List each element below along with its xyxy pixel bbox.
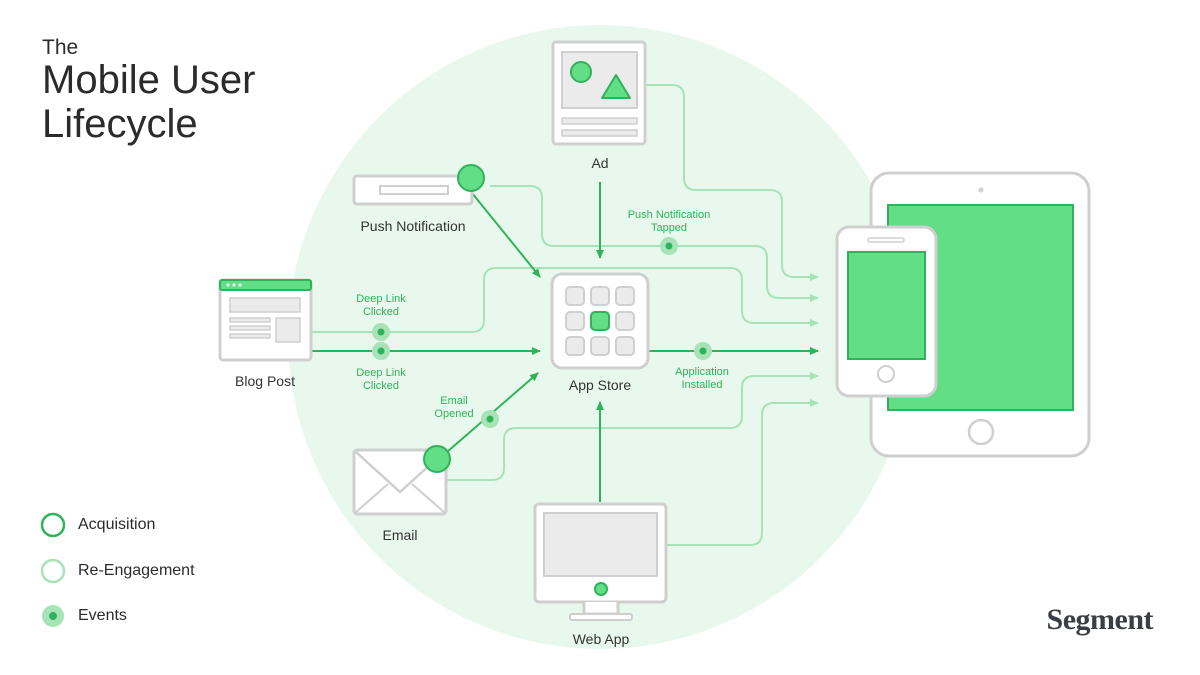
path-email-to-device	[447, 372, 819, 481]
path-blog-to-device	[312, 267, 819, 333]
app-store-highlight-icon	[590, 311, 610, 331]
blog-post-node	[218, 278, 313, 362]
path-push-to-device	[490, 185, 819, 302]
brand-logo: Segment	[1046, 603, 1154, 636]
app-store-node	[550, 272, 650, 370]
ad-node	[551, 40, 647, 146]
event-dots	[372, 237, 712, 428]
legend-reengagement: Re-Engagement	[40, 558, 195, 584]
event-dot-icon	[40, 603, 66, 629]
legend-item-reengagement: Re-Engagement	[40, 558, 195, 584]
blog-post-label: Blog Post	[235, 373, 295, 389]
push-badge-icon	[457, 164, 485, 192]
tablet-home-button	[967, 418, 995, 446]
event-dot-email-opened	[481, 410, 499, 428]
email-badge-icon	[423, 445, 451, 473]
page-title: Mobile User Lifecycle	[42, 58, 256, 146]
event-dot-app-installed	[694, 342, 712, 360]
event-dot-push-tapped	[660, 237, 678, 255]
app-store-label: App Store	[569, 377, 631, 393]
ad-triangle-icon	[601, 74, 631, 99]
path-webapp-to-device	[667, 399, 819, 546]
web-app-label: Web App	[573, 631, 630, 647]
legend: Acquisition	[40, 512, 155, 538]
push-notification-label: Push Notification	[360, 218, 465, 234]
event-dot-deep-link-lower	[372, 342, 390, 360]
acquisition-ring-icon	[40, 512, 66, 538]
path-ad-to-device	[645, 84, 819, 281]
event-dot-deep-link-upper	[372, 323, 390, 341]
reengagement-paths	[312, 84, 819, 546]
web-app-node	[533, 502, 668, 621]
path-push-to-appstore	[471, 192, 541, 278]
phone-device	[835, 225, 938, 398]
ad-circle-icon	[570, 61, 592, 83]
reengagement-ring-icon	[40, 558, 66, 584]
title-prefix: The	[42, 36, 79, 59]
legend-label-reengagement: Re-Engagement	[78, 562, 195, 579]
web-app-power-icon	[594, 582, 608, 596]
legend-label-events: Events	[78, 607, 127, 624]
email-node	[352, 445, 451, 516]
legend-events: Events	[40, 603, 127, 629]
ad-label: Ad	[591, 155, 608, 171]
email-label: Email	[382, 527, 417, 543]
legend-item-acquisition: Acquisition	[40, 512, 155, 538]
phone-screen	[847, 251, 926, 360]
phone-home-button	[877, 365, 895, 383]
legend-item-events: Events	[40, 603, 127, 629]
legend-label-acquisition: Acquisition	[78, 516, 156, 533]
push-notification-node	[352, 164, 485, 206]
